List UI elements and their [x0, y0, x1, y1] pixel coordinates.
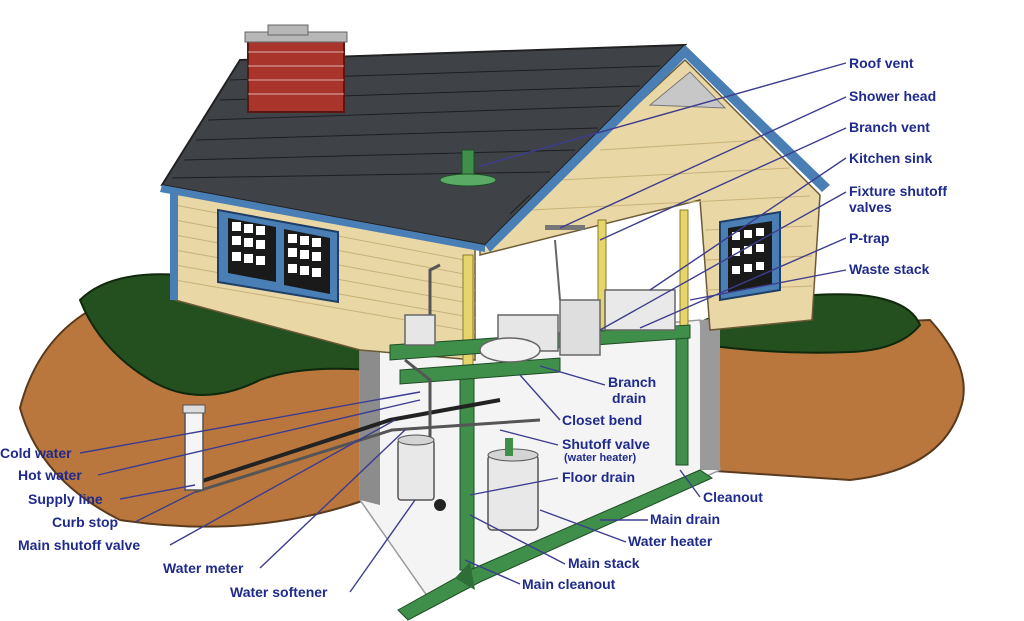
label-cleanout: Cleanout	[703, 489, 763, 505]
curb-stop-riser	[182, 404, 206, 491]
chimney	[244, 24, 348, 113]
label-closet-bend: Closet bend	[562, 412, 643, 428]
fixtures	[404, 225, 676, 363]
roof-vent-stack	[439, 149, 497, 187]
label-hot-water: Hot water	[18, 467, 82, 483]
label-branch-drain-line1: Branch	[608, 374, 657, 390]
label-shutoff-valve-sub: (water heater)	[564, 452, 637, 464]
label-waste-stack: Waste stack	[849, 261, 930, 277]
water-softener-tank	[397, 434, 446, 511]
left-window	[217, 208, 339, 304]
label-branch-vent: Branch vent	[849, 119, 930, 135]
label-p-trap: P-trap	[849, 230, 890, 246]
label-main-shutoff-valve: Main shutoff valve	[18, 537, 141, 553]
label-fixture-shutoff-valves-line2: valves	[849, 199, 892, 215]
label-main-cleanout: Main cleanout	[522, 576, 616, 592]
label-kitchen-sink: Kitchen sink	[849, 150, 933, 166]
label-fixture-shutoff-valves-line1: Fixture shutoff	[849, 183, 947, 199]
label-main-stack: Main stack	[568, 555, 640, 571]
label-branch-drain-line2: drain	[612, 390, 647, 406]
label-water-heater: Water heater	[628, 533, 713, 549]
label-curb-stop: Curb stop	[52, 514, 119, 530]
label-shower-head: Shower head	[849, 88, 937, 104]
right-window	[719, 210, 781, 302]
plumbing-pipes	[189, 209, 714, 621]
label-water-softener: Water softener	[230, 584, 328, 600]
label-cold-water: Cold water	[0, 445, 72, 461]
label-roof-vent: Roof vent	[849, 55, 914, 71]
label-shutoff-valve: Shutoff valve	[562, 436, 650, 452]
label-floor-drain: Floor drain	[562, 469, 636, 485]
water-heater-tank	[487, 438, 539, 531]
leader-lines	[79, 62, 847, 593]
label-main-drain: Main drain	[650, 511, 721, 527]
label-water-meter: Water meter	[163, 560, 244, 576]
label-supply-line: Supply line	[28, 491, 103, 507]
